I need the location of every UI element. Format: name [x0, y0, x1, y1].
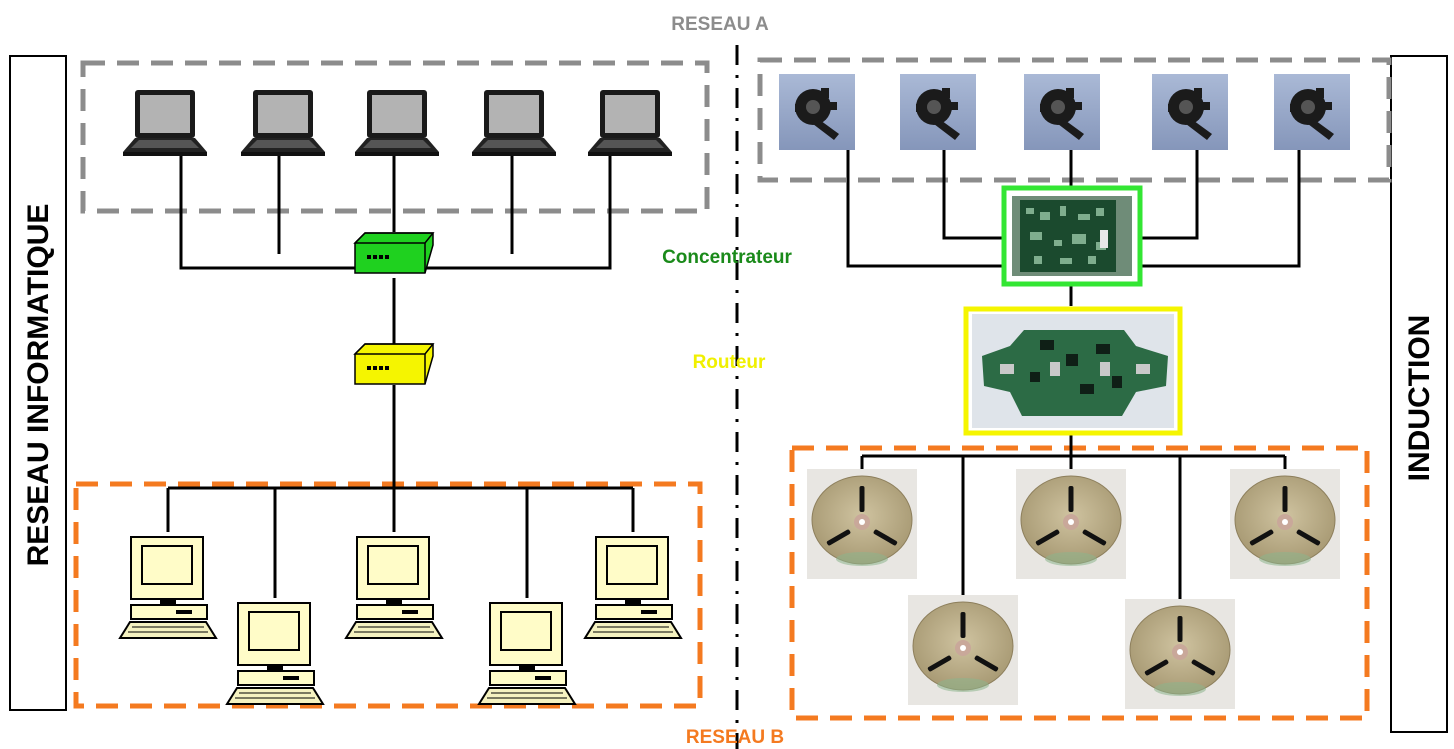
laptops-group-box	[80, 60, 710, 214]
laptop-icon	[123, 90, 207, 156]
induction-coil-photo	[1015, 468, 1127, 580]
right-side-frame	[1390, 55, 1448, 733]
laptop-icon	[588, 90, 672, 156]
rotary-knob-photo	[779, 74, 855, 150]
induction-label: INDUCTION	[1403, 315, 1436, 482]
left-network-wiring	[166, 150, 635, 598]
router-icon	[354, 343, 434, 385]
laptop-icon	[355, 90, 439, 156]
desktop-computer-icon	[478, 602, 576, 705]
rotary-knob-photo	[1274, 74, 1350, 150]
induction-coil-photo	[907, 594, 1019, 706]
concentrator-board	[1001, 185, 1143, 287]
laptop-icon	[241, 90, 325, 156]
rotary-knob-photo	[1024, 74, 1100, 150]
induction-coil-photo	[1124, 598, 1236, 710]
desktop-computer-icon	[226, 602, 324, 705]
desktop-computer-icon	[119, 536, 217, 639]
rotary-knob-photo	[900, 74, 976, 150]
desktops-group-box	[73, 481, 703, 709]
plates-group-box	[789, 445, 1370, 721]
induction-coil-photo	[1229, 468, 1341, 580]
induction-coil-photo	[806, 468, 918, 580]
knobs-group-box	[757, 57, 1392, 183]
concentrateur-label: Concentrateur	[662, 247, 792, 268]
hub-icon	[354, 232, 434, 274]
desktop-computer-icon	[584, 536, 682, 639]
laptop-icon	[472, 90, 556, 156]
rotary-knob-photo	[1152, 74, 1228, 150]
right-network-wiring	[846, 148, 1301, 600]
reseau-informatique-label: RESEAU INFORMATIQUE	[22, 204, 55, 567]
reseau-a-label: RESEAU A	[671, 14, 769, 35]
desktop-computer-icon	[345, 536, 443, 639]
routeur-label: Routeur	[693, 352, 766, 373]
left-side-frame	[9, 55, 67, 711]
router-board	[963, 306, 1183, 436]
reseau-b-label: RESEAU B	[686, 727, 784, 748]
